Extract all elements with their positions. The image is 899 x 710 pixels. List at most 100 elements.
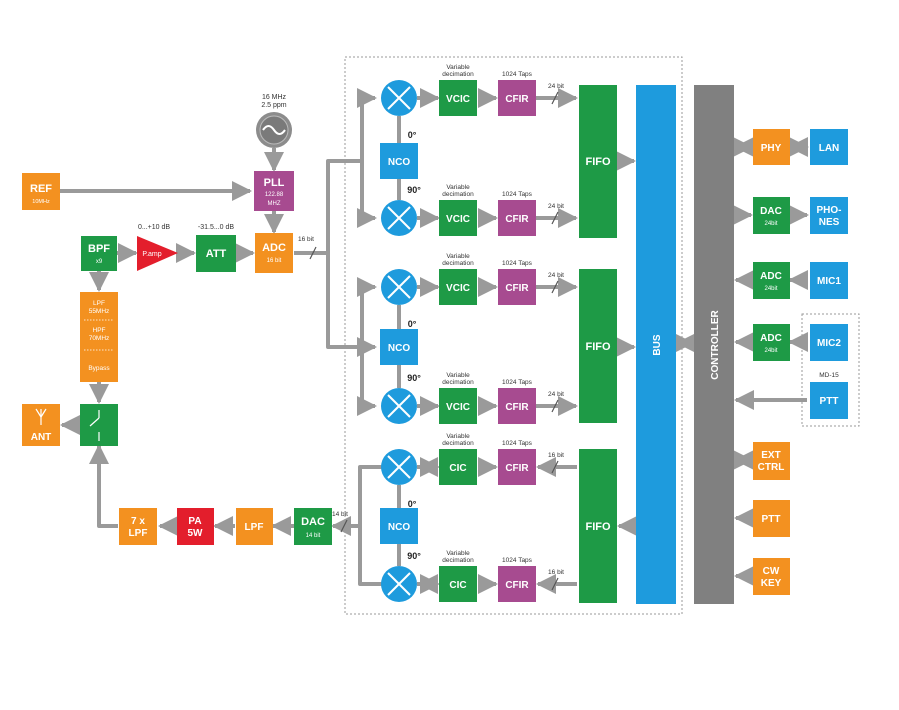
- dac-audio-block: DAC 24bit: [753, 197, 790, 234]
- adc-mic2-block: ADC 24bit: [753, 324, 790, 361]
- att-range-label: -31.5...0 dB: [198, 224, 235, 231]
- svg-text:MIC2: MIC2: [817, 338, 841, 349]
- ptt-block: PTT: [753, 500, 790, 537]
- taps-label: 1024 Taps: [502, 379, 533, 386]
- svg-text:ANT: ANT: [31, 432, 52, 443]
- svg-text:CTRL: CTRL: [758, 462, 785, 473]
- decimation-label: decimation: [442, 440, 474, 447]
- variable-label: Variable: [446, 253, 470, 260]
- phase-0-label: 0°: [408, 130, 417, 140]
- phones-block: PHO- NES: [810, 197, 848, 234]
- adc-main-block: ADC 16 bit: [255, 233, 293, 273]
- svg-text:ADC: ADC: [760, 271, 782, 282]
- mixer-icon: [381, 269, 417, 305]
- nco-label: NCO: [388, 343, 410, 354]
- taps-label: 1024 Taps: [502, 260, 533, 267]
- svg-text:BPF: BPF: [88, 243, 110, 255]
- svg-text:PHY: PHY: [761, 143, 782, 154]
- filter-label: VCIC: [446, 214, 470, 225]
- adc-bus-width-label: 16 bit: [298, 236, 314, 243]
- adc-mic1-block: ADC 24bit: [753, 262, 790, 299]
- bit-width-label: 16 bit: [548, 569, 564, 576]
- nco-label: NCO: [388, 522, 410, 533]
- phy-block: PHY: [753, 129, 790, 165]
- filter-stack-block: LPF 55MHz HPF 70MHz Bypass: [80, 292, 118, 382]
- svg-text:MHZ: MHZ: [268, 201, 281, 207]
- decimation-label: decimation: [442, 191, 474, 198]
- svg-text:24bit: 24bit: [764, 286, 777, 292]
- bus-slash: [551, 577, 559, 591]
- wire-lpf7-switch: [89, 444, 118, 528]
- wire-tx-trunk: [358, 465, 382, 586]
- svg-text:ATT: ATT: [206, 248, 227, 260]
- svg-text:ADC: ADC: [262, 242, 286, 254]
- variable-label: Variable: [446, 433, 470, 440]
- nco-label: NCO: [388, 157, 410, 168]
- cfir-block: [498, 388, 536, 424]
- cfir-label: CFIR: [505, 402, 529, 413]
- svg-text:x9: x9: [96, 259, 103, 265]
- mic2-block: MIC2: [810, 324, 848, 361]
- taps-label: 1024 Taps: [502, 71, 533, 78]
- clock-ppm-label: 2.5 ppm: [261, 102, 286, 109]
- filter-label: VCIC: [446, 94, 470, 105]
- bit-width-label: 24 bit: [548, 272, 564, 279]
- tx-rx-switch: [80, 404, 118, 446]
- cfir-label: CFIR: [505, 94, 529, 105]
- fifo-top: FIFO: [579, 85, 617, 238]
- svg-text:FIFO: FIFO: [585, 341, 610, 353]
- bus-slash: [551, 460, 559, 474]
- svg-text:DAC: DAC: [301, 516, 325, 528]
- filter-label: CIC: [449, 580, 466, 591]
- svg-text:24bit: 24bit: [764, 221, 777, 227]
- svg-text:14 bit: 14 bit: [306, 533, 321, 539]
- wire-trunk-mid2: [357, 347, 377, 416]
- ptt-md15-block: PTT: [810, 382, 848, 419]
- cic-block: [439, 566, 477, 602]
- mixer-icon: [381, 566, 417, 602]
- pa-block: PA 5W: [177, 508, 214, 545]
- bit-width-label: 24 bit: [548, 203, 564, 210]
- svg-text:LPF: LPF: [93, 300, 105, 307]
- svg-text:EXT: EXT: [761, 450, 780, 461]
- mixer-icon: [381, 388, 417, 424]
- mic1-block: MIC1: [810, 262, 848, 299]
- cfir-block: [498, 449, 536, 485]
- phase-0-label: 0°: [408, 319, 417, 329]
- svg-text:PTT: PTT: [762, 514, 781, 525]
- ddc-dashed-frame: [344, 56, 683, 615]
- cfir-block: [498, 566, 536, 602]
- phase-0-label: 0°: [408, 499, 417, 509]
- fifo-bottom: FIFO: [579, 449, 617, 603]
- mixer-icon: [381, 449, 417, 485]
- svg-text:70MHz: 70MHz: [89, 335, 110, 342]
- bpf-block: BPF x9: [81, 236, 117, 271]
- nco-block: [380, 329, 418, 365]
- filter-label: CIC: [449, 463, 466, 474]
- bus-slash-dac: [340, 519, 348, 533]
- svg-text:Bypass: Bypass: [88, 365, 110, 372]
- svg-text:MIC1: MIC1: [817, 276, 841, 287]
- taps-label: 1024 Taps: [502, 191, 533, 198]
- wire-trunk-top2: [357, 161, 377, 228]
- pll-block: PLL 122.88 MHZ: [254, 171, 294, 211]
- wire-trunk-top: [326, 88, 377, 253]
- filter-label: VCIC: [446, 402, 470, 413]
- variable-label: Variable: [446, 184, 470, 191]
- svg-text:10MHz: 10MHz: [32, 199, 50, 205]
- svg-text:LPF: LPF: [245, 522, 264, 533]
- bit-width-label: 24 bit: [548, 83, 564, 90]
- svg-text:NES: NES: [819, 217, 840, 228]
- wire-trunk-mid: [357, 277, 377, 347]
- svg-text:CW: CW: [763, 566, 780, 577]
- bus-slash-adc: [309, 246, 317, 260]
- wire-adc-trunk: [294, 251, 377, 357]
- dac-main-block: DAC 14 bit: [294, 508, 332, 545]
- cfir-label: CFIR: [505, 214, 529, 225]
- filter-label: VCIC: [446, 283, 470, 294]
- antenna-icon: [35, 408, 47, 425]
- svg-text:24bit: 24bit: [764, 348, 777, 354]
- decimation-label: decimation: [442, 557, 474, 564]
- svg-text:P.amp: P.amp: [142, 251, 161, 258]
